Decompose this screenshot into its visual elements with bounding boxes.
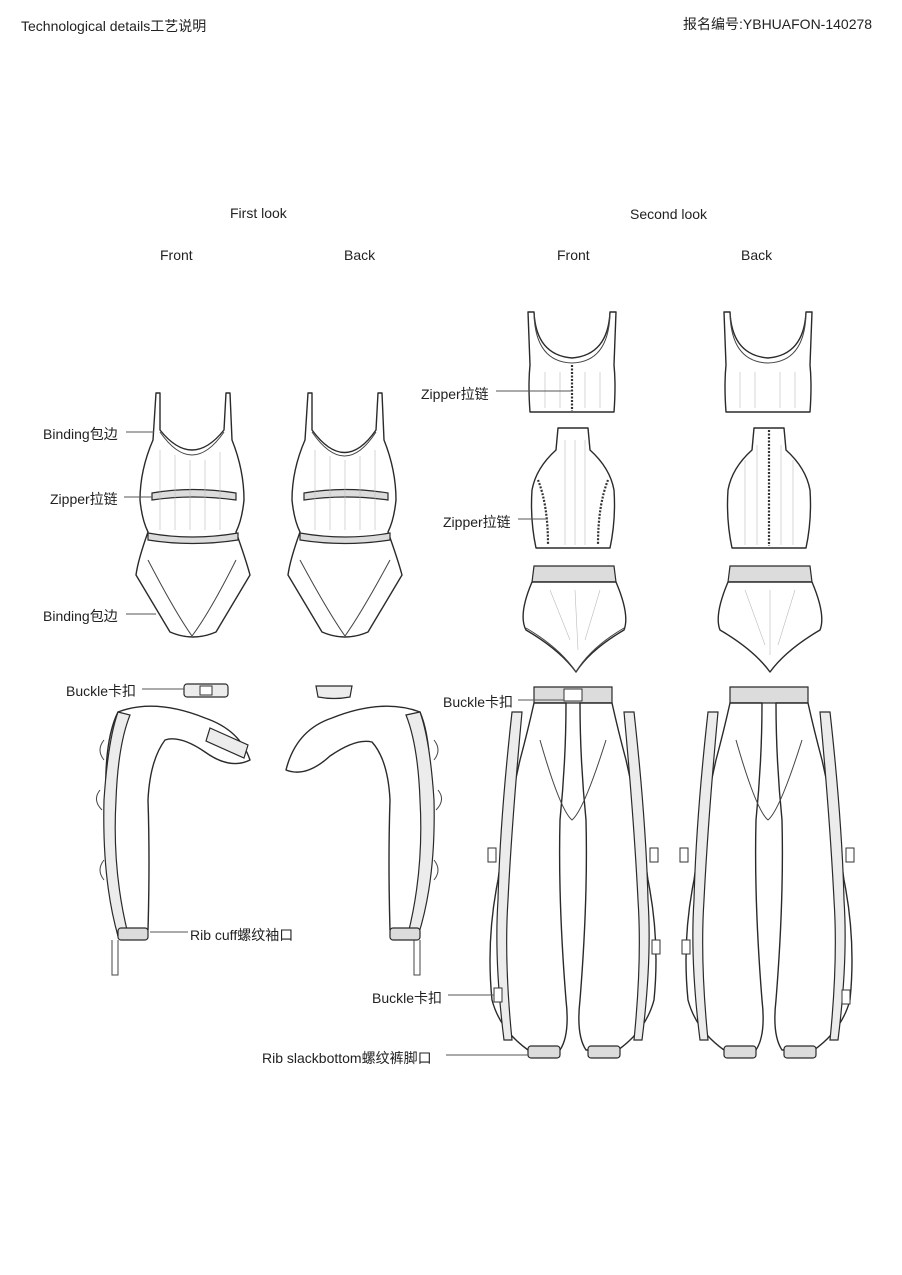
- second-look-front-label: Front: [557, 247, 590, 263]
- first-look-back-label: Back: [344, 247, 376, 263]
- bra-back-sketch: [723, 311, 813, 413]
- registration-code: 报名编号:YBHUAFON-140278: [683, 16, 873, 32]
- shrug-back-sketch: [285, 685, 442, 976]
- pants-front-sketch: [487, 686, 661, 1059]
- pants-back-sketch: [679, 686, 855, 1059]
- callout-binding-bottom: Binding包边: [43, 608, 118, 624]
- callout-binding-top: Binding包边: [43, 426, 118, 442]
- callout-rib-cuff: Rib cuff螺纹袖口: [190, 927, 294, 943]
- first-look-title: First look: [230, 205, 287, 221]
- callout-rib-slackbottom: Rib slackbottom螺纹裤脚口: [262, 1050, 432, 1066]
- bra-front-sketch: [527, 311, 617, 413]
- bodysuit-back-sketch: [287, 392, 403, 638]
- briefs-front-sketch: [522, 565, 627, 673]
- vest-back-sketch: [726, 427, 812, 549]
- callout-buckle-first: Buckle卡扣: [66, 683, 137, 699]
- document-title: Technological details工艺说明: [21, 18, 207, 34]
- callout-zipper-body: Zipper拉链: [50, 491, 118, 507]
- callout-leader-lines: [124, 390, 571, 1056]
- first-look-front-label: Front: [160, 247, 193, 263]
- callout-zipper-bra: Zipper拉链: [421, 386, 489, 402]
- callout-zipper-vest: Zipper拉链: [443, 514, 511, 530]
- second-look-title: Second look: [630, 206, 708, 222]
- second-look-back-label: Back: [741, 247, 773, 263]
- bodysuit-front-sketch: [135, 392, 251, 638]
- shrug-front-sketch: [96, 683, 251, 976]
- callout-buckle-pants-top: Buckle卡扣: [443, 694, 514, 710]
- briefs-back-sketch: [717, 565, 823, 673]
- callout-buckle-pants-side: Buckle卡扣: [372, 990, 443, 1006]
- vest-front-sketch: [530, 427, 616, 549]
